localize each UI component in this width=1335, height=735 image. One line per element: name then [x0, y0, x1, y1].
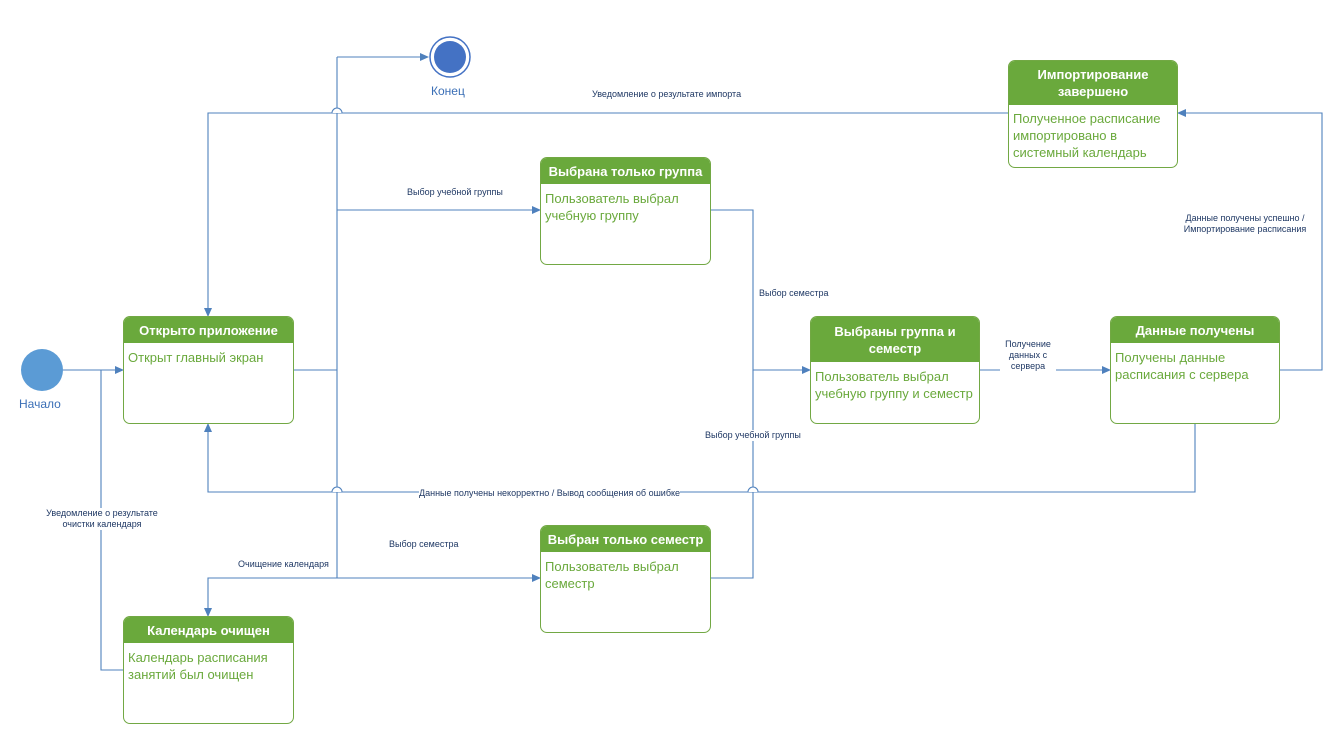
state-title: Календарь очищен	[124, 617, 293, 643]
edge-import-to-app	[204, 112, 1008, 317]
state-title: Данные получены	[1111, 317, 1279, 343]
state-body: Получены данные расписания с сервера	[1115, 350, 1249, 382]
state-group-only[interactable]: Выбрана только группа Пользователь выбра…	[540, 157, 711, 265]
state-data-received[interactable]: Данные получены Получены данные расписан…	[1110, 316, 1280, 424]
transition-label: Получение данных с сервера	[1000, 339, 1056, 372]
transition-label: Выбор семестра	[389, 539, 459, 550]
start-node	[21, 349, 63, 391]
transition-label: Выбор учебной группы	[705, 430, 801, 441]
state-body: Пользователь выбрал семестр	[545, 559, 679, 591]
transition-label: Выбор семестра	[759, 288, 829, 299]
state-app-opened[interactable]: Открыто приложение Открыт главный экран	[123, 316, 294, 424]
start-label: Начало	[19, 397, 61, 411]
state-body: Открыт главный экран	[128, 350, 264, 365]
edge-semester-to-both	[710, 370, 754, 579]
state-title: Открыто приложение	[124, 317, 293, 343]
state-title: Выбран только семестр	[541, 526, 710, 552]
line-hop	[747, 486, 759, 493]
line-hop	[331, 486, 343, 493]
end-label: Конец	[431, 84, 465, 98]
transition-label: Данные получены успешно / Импортирование…	[1183, 213, 1307, 235]
transition-label: Очищение календаря	[238, 559, 329, 570]
state-title: Выбрана только группа	[541, 158, 710, 184]
transition-label: Данные получены некорректно / Вывод сооб…	[419, 488, 681, 499]
state-body: Пользователь выбрал учебную группу и сем…	[815, 369, 973, 401]
line-hop	[331, 107, 343, 114]
state-body: Календарь расписания занятий был очищен	[128, 650, 268, 682]
state-group-and-semester[interactable]: Выбраны группа и семестр Пользователь вы…	[810, 316, 980, 424]
state-title: Выбраны группа и семестр	[811, 317, 979, 362]
state-body: Пользователь выбрал учебную группу	[545, 191, 679, 223]
transition-label: Выбор учебной группы	[407, 187, 503, 198]
edge-group-to-both	[710, 209, 811, 374]
transition-label: Уведомление о результате импорта	[592, 89, 742, 100]
state-import-done[interactable]: Импортирование завершено Полученное расп…	[1008, 60, 1178, 168]
edge-data-to-import	[1177, 109, 1323, 371]
state-semester-only[interactable]: Выбран только семестр Пользователь выбра…	[540, 525, 711, 633]
edge-calendar-to-start	[100, 370, 123, 671]
state-calendar-cleared[interactable]: Календарь очищен Календарь расписания за…	[123, 616, 294, 724]
end-node-inner	[434, 41, 466, 73]
edge-data-to-app-error	[204, 423, 1196, 493]
edge-bus-to-calendar	[204, 577, 337, 617]
transition-label: Уведомление о результате очистки календа…	[45, 508, 159, 530]
state-title: Импортирование завершено	[1009, 61, 1177, 105]
state-body: Полученное расписание импортировано в си…	[1013, 111, 1161, 160]
